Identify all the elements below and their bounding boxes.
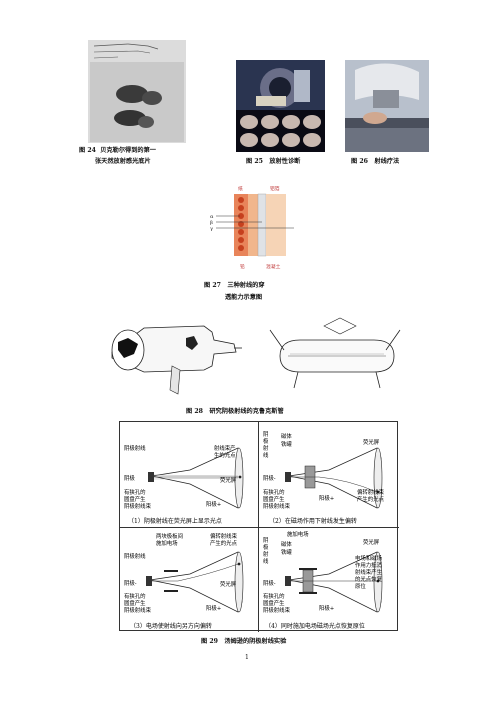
- label-slit-disc-1: 有狭孔的: [263, 592, 285, 600]
- label-yin: 阴: [263, 536, 268, 544]
- label-deflected-beam-1: 偏转射线束: [210, 532, 238, 540]
- fig27-diagram: α β γ 纸 铝箔 铅 混凝土: [204, 180, 296, 272]
- label-slit-disc-2: 圆盘产生: [124, 599, 146, 607]
- fig28-caption: 图 28 研究阴极射线的克鲁克斯管: [186, 407, 284, 416]
- label-spot-2: 生的光点: [214, 451, 236, 459]
- fig29-panel3-caption: （3）电场使射线向另方向偏转: [130, 622, 212, 630]
- fig27-caption-line2: 透能力示意图: [225, 294, 263, 301]
- label-forces-3: 射线束产生: [355, 568, 383, 576]
- gamma-label: γ: [210, 226, 213, 232]
- concrete-label: 混凝土: [266, 263, 281, 270]
- page-number: 1: [245, 654, 249, 661]
- label-cathode-minus: 阴极-: [263, 579, 276, 587]
- fig24-number: 图 24: [79, 147, 96, 154]
- label-slit-disc-2: 圆盘产生: [124, 495, 146, 503]
- label-forces-2: 作用力抵消: [355, 561, 383, 569]
- label-she: 射: [263, 550, 269, 558]
- label-plates-1: 两块极板间: [156, 532, 183, 540]
- label-magnet: 磁体: [281, 432, 292, 440]
- fig26-text: 射线疗法: [374, 158, 400, 165]
- label-ji: 极: [263, 543, 269, 551]
- photographic-plate-image: [88, 40, 186, 143]
- fig29-caption: 图 29 汤姆逊的阴极射线实验: [201, 637, 286, 646]
- label-cathode-beam: 阴极射线束: [124, 502, 152, 510]
- fig24-caption-line2: 张天然放射感光底片: [95, 158, 151, 165]
- ray-penetration-diagram: α β γ 纸 铝箔 铅 混凝土: [210, 185, 294, 270]
- fig29-panel1-caption: （1）阴极射线在荧光屏上显示光点: [128, 517, 222, 525]
- alpha-label: α: [210, 214, 214, 220]
- label-screen: 荧光屏: [220, 580, 237, 588]
- fig25-text: 放射性诊断: [269, 158, 301, 165]
- fig29-panel2-caption: （2）在磁场作用下射线发生偏转: [269, 517, 357, 525]
- label-apply-field: 施加电场: [287, 530, 309, 538]
- fig29-number: 图 29: [201, 638, 218, 645]
- fig27-caption-line1: 三种射线的穿: [227, 282, 265, 289]
- fig27-number: 图 27: [204, 282, 221, 289]
- fig29-text: 汤姆逊的阴极射线实验: [224, 638, 287, 645]
- label-spot-1: 射线束产: [214, 444, 236, 452]
- label-forces-1: 电场和磁场: [355, 554, 383, 562]
- fig29-frame: 阴极射线 阴极 有狭孔的 圆盘产生 阴极射线束 射线束产 生的光点 荧光屏 阳极…: [119, 421, 399, 632]
- label-cathode-ray: 阴极射线: [124, 444, 146, 452]
- fig29-panel3: 阴极射线 两块极板间 施加电场 偏转射线束 产生的光点 阴极- 有狭孔的 圆盘产…: [124, 532, 244, 630]
- label-screen: 荧光屏: [363, 538, 380, 546]
- label-cathode: 阴极: [124, 474, 135, 482]
- label-deflected-beam-1: 偏转射线束: [357, 488, 385, 496]
- label-xian: 线: [263, 557, 269, 565]
- label-she: 射: [263, 444, 269, 452]
- label-anode: 阳极+: [319, 494, 334, 502]
- fig29-panel1: 阴极射线 阴极 有狭孔的 圆盘产生 阴极射线束 射线束产 生的光点 荧光屏 阳极…: [124, 444, 244, 525]
- fig28-number: 图 28: [186, 408, 203, 415]
- label-anode: 阳极+: [206, 604, 221, 612]
- radiotherapy-image: [345, 60, 429, 152]
- label-forces-5: 原位: [355, 582, 366, 590]
- label-cathode-beam: 阴极射线束: [263, 502, 291, 510]
- fig25-photo: [236, 60, 325, 152]
- label-deflected-beam-2: 产生的光点: [357, 495, 385, 503]
- aluminum-label: 铝箔: [270, 185, 280, 192]
- label-iron-pot: 铁罐: [281, 440, 292, 448]
- fig25-number: 图 25: [246, 158, 263, 165]
- label-plates-2: 施加电场: [156, 539, 178, 547]
- label-cathode-beam: 阴极射线束: [263, 606, 291, 614]
- label-magnet: 磁体: [281, 540, 292, 548]
- label-slit-disc-2: 圆盘产生: [263, 599, 285, 607]
- label-cathode-ray: 阴极射线: [124, 552, 146, 560]
- label-screen: 荧光屏: [363, 438, 380, 446]
- label-xian: 线: [263, 451, 269, 459]
- label-cathode-beam: 阴极射线束: [124, 606, 152, 614]
- paper-label: 纸: [238, 185, 243, 192]
- fig26-number: 图 26: [351, 158, 368, 165]
- fig28-diagram: [84, 310, 414, 402]
- fig24-photo: [88, 40, 186, 143]
- label-deflected-beam-2: 产生的光点: [210, 539, 238, 547]
- label-cathode-minus: 阴极-: [124, 579, 137, 587]
- fig28-text: 研究阴极射线的克鲁克斯管: [209, 408, 284, 415]
- radiology-diagnosis-image: [236, 60, 325, 152]
- fig26-caption: 图 26 射线疗法: [351, 157, 399, 166]
- crookes-tube-drawings: [111, 317, 401, 395]
- label-screen: 荧光屏: [220, 476, 237, 484]
- label-iron-pot: 铁罐: [281, 548, 292, 556]
- fig29-panel2: 阴 极 射 线 磁体 铁罐 阴极- 有狭孔的 圆盘产生 阴极射线束 阳极+ 荧光…: [263, 430, 385, 525]
- label-slit-disc-1: 有狭孔的: [263, 488, 285, 496]
- label-anode: 阳极+: [319, 604, 334, 612]
- label-forces-4: 的光点恢复: [355, 575, 383, 583]
- fig27-caption: 图 27 三种射线的穿: [204, 281, 265, 290]
- fig24-caption: 图 24 贝克勒尔得到的第一: [79, 146, 156, 155]
- label-slit-disc-2: 圆盘产生: [263, 495, 285, 503]
- label-yin: 阴: [263, 430, 268, 438]
- fig26-photo: [345, 60, 429, 152]
- label-anode: 阳极+: [206, 500, 221, 508]
- label-slit-disc-1: 有狭孔的: [124, 488, 146, 496]
- label-ji: 极: [263, 437, 269, 445]
- fig25-caption: 图 25 放射性诊断: [246, 157, 300, 166]
- beta-label: β: [210, 220, 213, 226]
- fig24-caption-line1: 贝克勒尔得到的第一: [100, 147, 156, 154]
- label-cathode-minus: 阴极-: [263, 474, 276, 482]
- fig29-panel4: 阴 极 射 线 施加电场 磁体 铁罐 阴极- 有狭孔的 圆盘产生 阴极射线束 阳…: [263, 530, 383, 630]
- label-slit-disc-1: 有狭孔的: [124, 592, 146, 600]
- lead-label: 铅: [240, 263, 245, 270]
- fig29-panel4-caption: （4）同时施加电场磁场光点恢复原位: [265, 622, 365, 630]
